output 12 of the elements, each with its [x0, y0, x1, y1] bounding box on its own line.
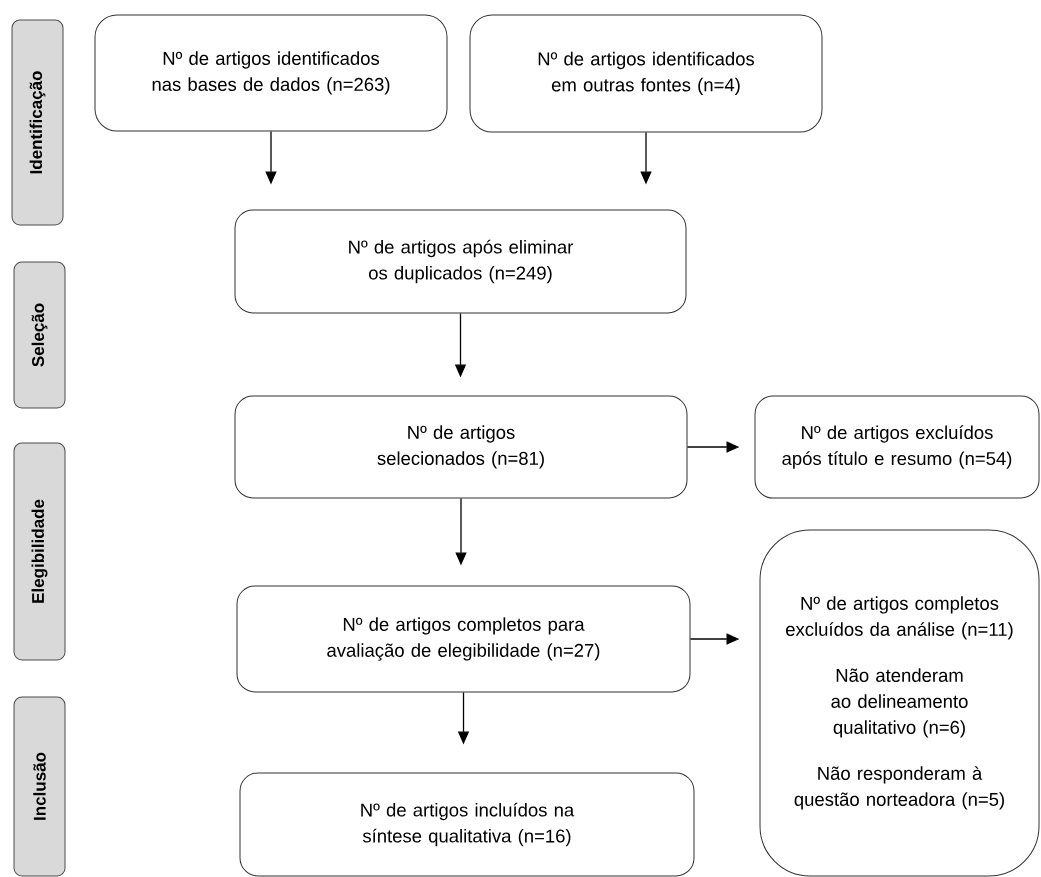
process-box: Nº de artigos após eliminar os duplicados (n=249)	[234, 209, 687, 314]
stage-label: Identificação	[11, 19, 64, 226]
process-box: Nº de artigos completos para avaliação de elegibilidade (n=27)	[236, 585, 691, 693]
process-box: Nº de artigos selecionados (n=81)	[234, 395, 688, 499]
process-box: Nº de artigos identificados nas bases de dados (n=263)	[94, 14, 448, 132]
stage-label: Seleção	[13, 261, 66, 409]
process-box: Nº de artigos identificados em outras fontes (n=4)	[469, 14, 823, 133]
stage-label: Elegibilidade	[13, 442, 66, 661]
process-box: Nº de artigos excluídos após título e resumo (n=54)	[754, 395, 1040, 499]
stage-label: Inclusão	[13, 696, 66, 877]
process-box: Nº de artigos incluídos na síntese qualitativa (n=16)	[239, 772, 695, 877]
process-box: Nº de artigos completos excluídos da análise (n=11) Não atenderam ao delineamento qualitativo (n=6) Não responderam à questão norteadora (n=5)	[759, 529, 1040, 877]
